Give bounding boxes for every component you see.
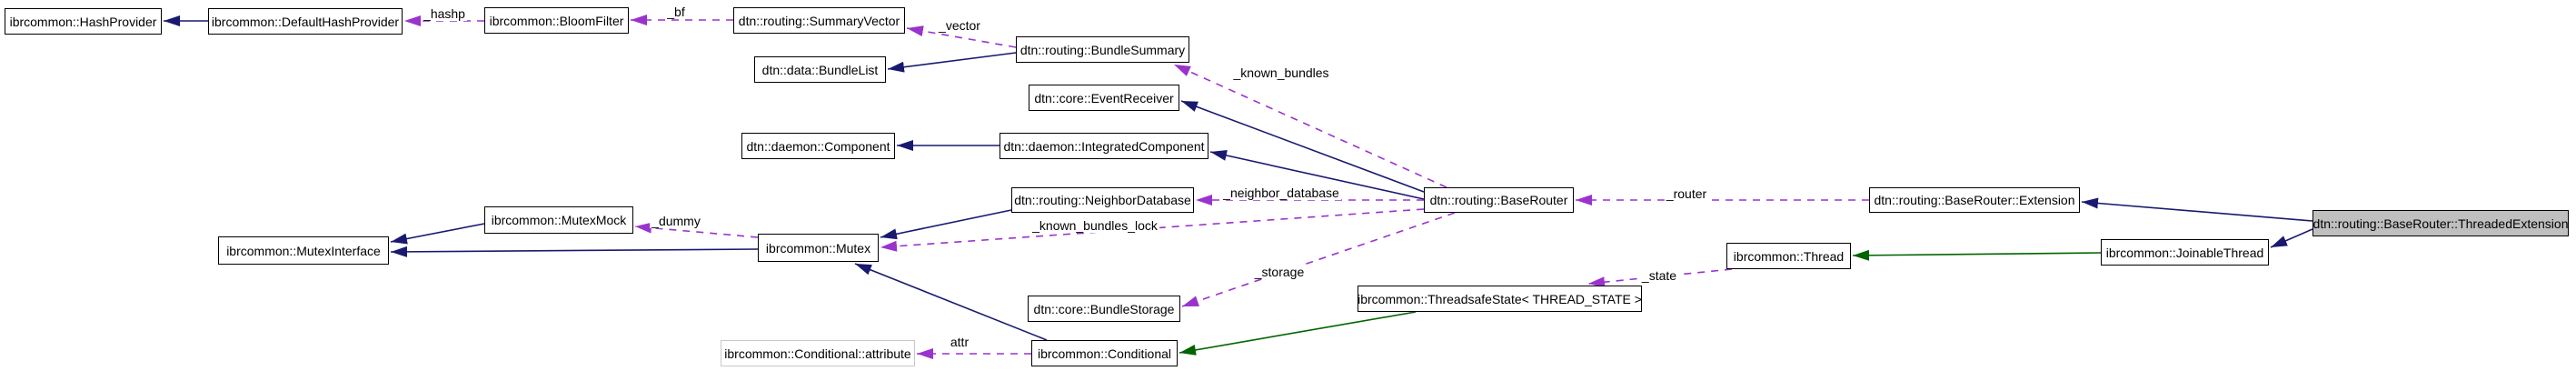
edge-label-neighbor_database: _neighbor_database	[1221, 186, 1341, 200]
class-node-MutexInterface[interactable]: ibrcommon::MutexInterface	[218, 236, 389, 265]
edge-label-attr: attr	[948, 335, 971, 349]
class-node-ThreadsafeState[interactable]: ibrcommon::ThreadsafeState< THREAD_STATE…	[1358, 286, 1642, 312]
class-node-BloomFilter[interactable]: ibrcommon::BloomFilter	[484, 7, 629, 34]
edge-NeighborDatabase-to-Mutex	[880, 209, 1012, 240]
edge-Conditional-to-Mutex	[854, 263, 1048, 341]
edge-ThreadsafeState-to-Conditional	[1179, 311, 1417, 356]
class-node-SummaryVector[interactable]: dtn::routing::SummaryVector	[733, 7, 905, 34]
class-node-Component[interactable]: dtn::daemon::Component	[741, 133, 895, 159]
edge-JoinableThread-to-Thread	[1852, 249, 2102, 261]
class-node-MutexMock[interactable]: ibrcommon::MutexMock	[484, 206, 633, 234]
edge-label-bf: _bf	[665, 5, 687, 19]
class-node-EventReceiver[interactable]: dtn::core::EventReceiver	[1029, 85, 1179, 111]
edge-BaseRouter-to-BundleSummary	[1173, 64, 1447, 188]
edge-label-known_bundles: _known_bundles	[1231, 65, 1331, 80]
class-node-HashProvider[interactable]: ibrcommon::HashProvider	[5, 8, 162, 35]
edge-label-storage: _storage	[1252, 265, 1307, 279]
class-node-Conditional[interactable]: ibrcommon::Conditional	[1031, 340, 1178, 366]
class-node-ConditionalAttribute: ibrcommon::Conditional::attribute	[721, 340, 915, 366]
edge-BaseRouter-to-IntegratedComponent	[1209, 150, 1425, 200]
class-node-Thread[interactable]: ibrcommon::Thread	[1726, 243, 1851, 269]
class-node-Mutex[interactable]: ibrcommon::Mutex	[758, 234, 879, 262]
class-node-JoinableThread[interactable]: ibrcommon::JoinableThread	[2101, 239, 2269, 266]
class-node-BundleStorage[interactable]: dtn::core::BundleStorage	[1028, 296, 1180, 322]
edge-label-known_bundles_lock: _known_bundles_lock	[1030, 218, 1159, 233]
edge-BaseRouter-to-EventReceiver	[1180, 100, 1425, 193]
class-node-IntegratedComponent[interactable]: dtn::daemon::IntegratedComponent	[1000, 133, 1208, 159]
class-node-BundleList[interactable]: dtn::data::BundleList	[754, 56, 886, 83]
class-node-DefaultHashProvider[interactable]: ibrcommon::DefaultHashProvider	[208, 8, 403, 35]
edge-BundleSummary-to-SummaryVector	[906, 25, 1017, 48]
edge-label-hashp: _hashp	[422, 6, 467, 21]
class-node-Extension[interactable]: dtn::routing::BaseRouter::Extension	[1869, 187, 2080, 213]
edge-label-dummy: _dummy	[650, 214, 702, 228]
edge-ThreadedExtension-to-JoinableThread	[2270, 228, 2313, 248]
edge-BaseRouter-to-BundleStorage	[1181, 212, 1456, 307]
edge-ThreadedExtension-to-Extension	[2081, 197, 2313, 222]
edge-label-state: _state	[1639, 268, 1679, 283]
edge-BundleSummary-to-BundleList	[887, 52, 1017, 73]
class-node-BaseRouter[interactable]: dtn::routing::BaseRouter	[1424, 187, 1574, 213]
class-node-NeighborDatabase[interactable]: dtn::routing::NeighborDatabase	[1011, 187, 1194, 213]
edge-label-router: _router	[1664, 186, 1709, 201]
edge-MutexMock-to-MutexInterface	[390, 223, 485, 245]
edge-Mutex-to-MutexInterface	[390, 246, 759, 257]
edge-label-vector: _vector	[937, 18, 982, 33]
edge-Mutex-to-MutexMock	[634, 222, 759, 238]
edge-BaseRouter-to-Mutex	[880, 208, 1425, 252]
class-node-BundleSummary[interactable]: dtn::routing::BundleSummary	[1016, 36, 1189, 63]
class-node-ThreadedExtension: dtn::routing::BaseRouter::ThreadedExtens…	[2312, 210, 2569, 236]
